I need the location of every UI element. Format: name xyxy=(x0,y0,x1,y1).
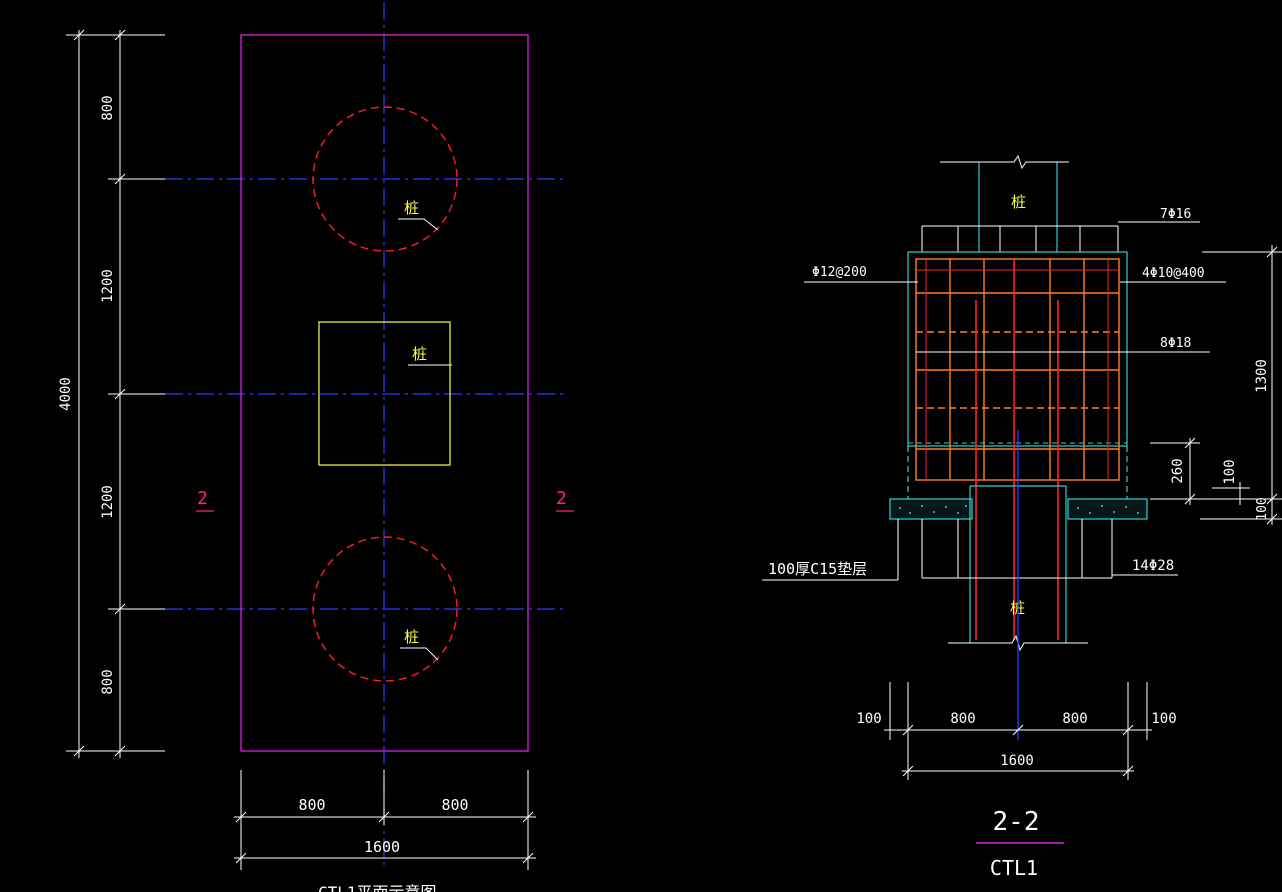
label-top-bars: 7Φ16 xyxy=(1160,207,1191,222)
plan-pile-label-2: 桩 xyxy=(412,345,427,363)
label-side-bars: 8Φ18 xyxy=(1160,336,1191,351)
plan-dim-v-4: 800 xyxy=(100,669,116,694)
section-mark-left: 2 xyxy=(197,488,208,509)
plan-dim-h-1: 800 xyxy=(298,796,325,814)
section-top-column xyxy=(978,162,1058,252)
dim-section-100b: 100 xyxy=(1255,497,1270,520)
plan-caption: CTL1平面示意图 xyxy=(318,883,437,892)
bedding-right xyxy=(1067,498,1148,520)
section-right-dimensions xyxy=(1150,245,1282,525)
plan-pile-label-1: 桩 xyxy=(404,199,419,217)
label-stirrups: Φ12@200 xyxy=(812,265,867,280)
plan-axis-lines xyxy=(165,2,568,870)
dim-bottom-1: 100 xyxy=(856,711,881,727)
plan-pile-label-3: 桩 xyxy=(404,628,419,646)
dim-section-height: 1300 xyxy=(1254,359,1270,393)
column-outline xyxy=(318,321,451,466)
section-top-pile-label: 桩 xyxy=(1011,193,1026,211)
dim-section-260: 260 xyxy=(1170,458,1186,483)
section-title: 2-2 xyxy=(993,807,1040,837)
dim-bottom-3: 800 xyxy=(1062,711,1087,727)
section-view: 桩 xyxy=(762,154,1282,880)
plan-dim-v-2: 1200 xyxy=(100,269,116,303)
label-bottom-bars: 14Φ28 xyxy=(1132,558,1174,574)
plan-dim-v-1: 800 xyxy=(100,95,116,120)
dim-bottom-total: 1600 xyxy=(1000,753,1034,769)
section-bottom-dimensions xyxy=(884,682,1152,780)
bedding-left xyxy=(889,498,973,520)
dim-bottom-2: 800 xyxy=(950,711,975,727)
section-subtitle: CTL1 xyxy=(990,856,1038,880)
plan-vertical-dimensions xyxy=(66,29,165,758)
section-mark-right: 2 xyxy=(556,488,567,509)
label-side-ties: 4Φ10@400 xyxy=(1142,266,1205,281)
label-bedding: 100厚C15垫层 xyxy=(768,560,867,578)
section-leaders xyxy=(762,221,1226,581)
pile-circle-top xyxy=(312,106,458,252)
dim-section-100a: 100 xyxy=(1222,459,1238,484)
rebar-cage xyxy=(915,258,1120,640)
plan-dim-v-total: 4000 xyxy=(58,377,74,411)
dim-bottom-4: 100 xyxy=(1151,711,1176,727)
pile-circle-bottom xyxy=(312,536,458,682)
plan-dim-v-3: 1200 xyxy=(100,485,116,519)
pile-cap-outline xyxy=(240,34,529,752)
plan-leaders xyxy=(398,218,452,661)
plan-dim-h-total: 1600 xyxy=(364,838,400,856)
plan-view: 桩 桩 桩 2 2 800 1200 1200 800 4000 xyxy=(58,2,574,892)
plan-horizontal-dimensions xyxy=(234,770,536,870)
plan-dim-h-2: 800 xyxy=(441,796,468,814)
